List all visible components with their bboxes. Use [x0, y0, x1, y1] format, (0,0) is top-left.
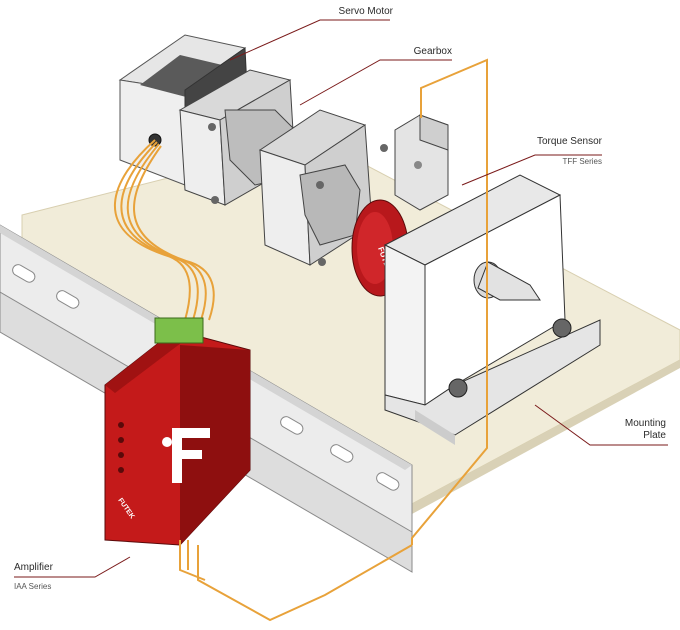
label-amplifier: Amplifier	[14, 562, 54, 573]
label-mounting-plate-1: Mounting	[625, 418, 666, 429]
label-gearbox: Gearbox	[414, 46, 452, 57]
terminal-block	[154, 317, 204, 344]
bolt-icon	[448, 378, 468, 398]
connector-screw-icon	[414, 161, 422, 169]
label-mounting-plate-2: Plate	[643, 430, 666, 441]
label-amplifier-series: IAA Series	[14, 582, 51, 591]
label-torque-sensor: Torque Sensor	[537, 136, 603, 147]
label-torque-sensor-series: TFF Series	[562, 157, 602, 166]
mounting-bracket	[383, 174, 601, 445]
label-servo-motor: Servo Motor	[339, 6, 394, 17]
sensor-cable	[179, 58, 488, 622]
leader-lines	[14, 19, 668, 578]
futek-f-icon	[162, 428, 210, 483]
signal-wires	[114, 139, 215, 321]
amplifier: FUTEK	[104, 317, 251, 546]
bolt-icon	[552, 318, 572, 338]
